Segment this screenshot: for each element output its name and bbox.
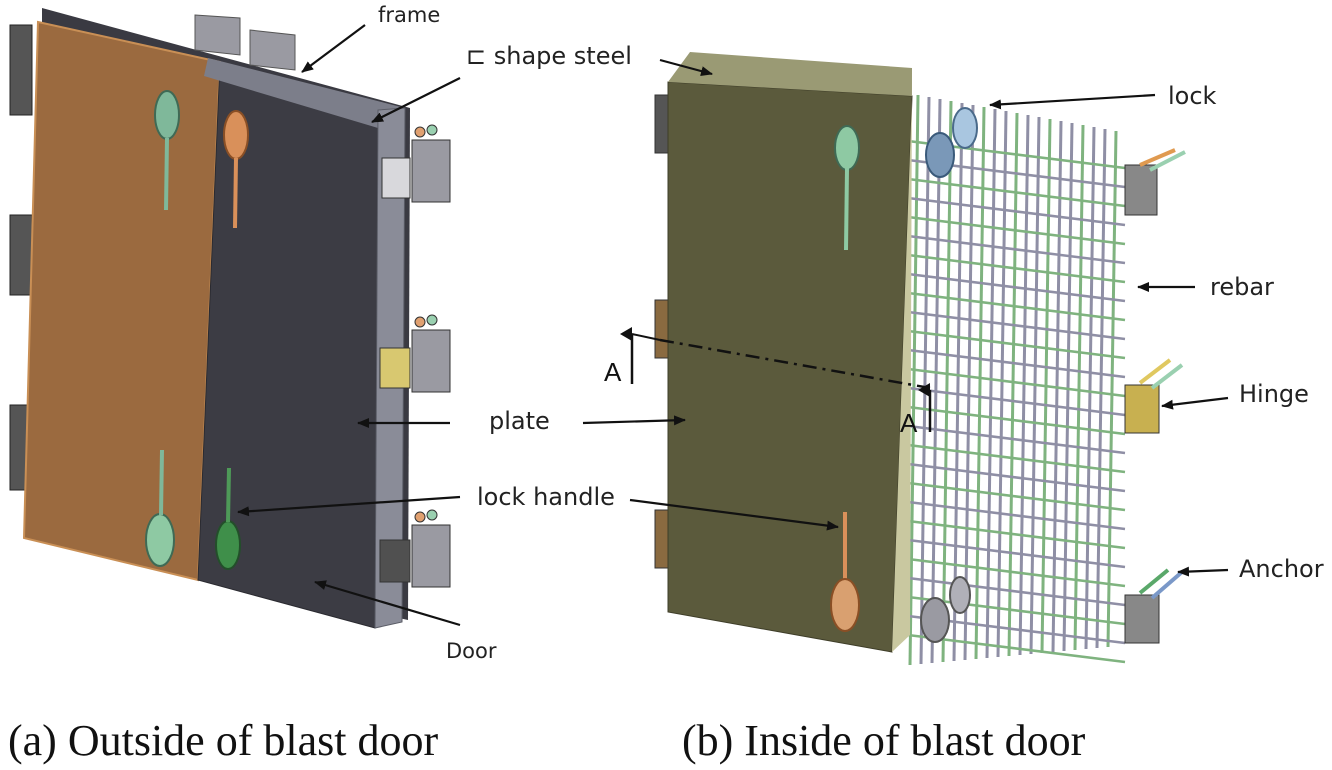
shape-steel-edge (204, 58, 405, 128)
lock-handle-upper-orange (223, 110, 249, 229)
outer-plate-orange (22, 20, 222, 582)
section-line-aa (659, 338, 931, 390)
label-door: Door (446, 639, 497, 663)
caption-b: (b) Inside of blast door (682, 716, 1086, 765)
rebar-horizontal (899, 366, 1126, 398)
rebar-horizontal (899, 499, 1126, 531)
lock-handle-upper-left (154, 90, 180, 211)
caption-a: (a) Outside of blast door (8, 716, 438, 765)
label-anchor: Anchor (1239, 555, 1324, 583)
lock-wheel (920, 107, 978, 643)
label-lock-handle: lock handle (477, 483, 615, 511)
rebar-vertical (919, 96, 931, 665)
lock-handle-arrow-b (629, 498, 839, 531)
rebar-horizontal (899, 328, 1126, 360)
rebar-horizontal (899, 556, 1126, 588)
rebar-vertical (963, 104, 975, 661)
rebar-vertical (974, 106, 986, 660)
rebar-horizontal (899, 537, 1126, 569)
frame-arrow (301, 24, 366, 73)
inner-plate-olive (667, 81, 913, 653)
section-mark-right: A (900, 408, 918, 438)
section-mark-left: A (604, 357, 622, 387)
rebar-vertical (1018, 114, 1030, 656)
hinge-group-a (379, 124, 451, 588)
lock-arrow (989, 93, 1156, 110)
lock-handle-arrow-a (237, 495, 461, 517)
rebar-horizontal (899, 423, 1126, 455)
rebar-horizontal (899, 404, 1126, 436)
rebar-vertical (1084, 126, 1096, 650)
rebar-vertical (1095, 128, 1107, 649)
anchor-arrow (1177, 566, 1229, 577)
rebar-horizontal (899, 195, 1126, 227)
rebar-vertical (1007, 112, 1019, 657)
rebar-horizontal (899, 518, 1126, 550)
label-frame: frame (378, 3, 440, 27)
rebar-horizontal (899, 271, 1126, 303)
rebar-vertical (1106, 130, 1118, 648)
rebar-vertical (996, 110, 1008, 658)
rebar-horizontal (899, 575, 1126, 607)
rebar-vertical (1062, 122, 1074, 652)
frame-top-brackets (194, 14, 296, 71)
rebar-horizontal (899, 442, 1126, 474)
left-edge-hardware (654, 94, 670, 569)
hinge-group-b (1124, 148, 1186, 644)
label-plate: plate (489, 407, 550, 435)
shape-steel-arrow (371, 77, 461, 123)
panel-b-inside-door: A A lock rebar Hing (582, 52, 1324, 765)
rebar-horizontal (899, 214, 1126, 246)
rebar-horizontal (899, 290, 1126, 322)
rebar-vertical (941, 100, 953, 663)
plate-top-face (668, 52, 912, 96)
rebar-horizontal (899, 233, 1126, 265)
rebar-vertical (985, 108, 997, 659)
lock-handle-lower-left (145, 449, 175, 567)
plate-right-face (892, 68, 912, 652)
rebar-vertical (930, 98, 942, 664)
rebar-horizontal (899, 385, 1126, 417)
rebar-horizontal (899, 252, 1126, 284)
rebar-vertical (908, 94, 920, 666)
rebar-horizontal (899, 176, 1126, 208)
rebar-vertical (952, 102, 964, 662)
hinge-arrow (1161, 396, 1229, 410)
label-rebar: rebar (1210, 273, 1274, 301)
plate-arrow-b (582, 415, 686, 426)
rebar-horizontal (899, 461, 1126, 493)
lock-handle-lower-green (215, 467, 241, 570)
rebar-horizontal (899, 309, 1126, 341)
label-lock: lock (1168, 82, 1217, 110)
label-shape-steel: ⊏ shape steel (466, 42, 632, 70)
rebar-horizontal (899, 480, 1126, 512)
shape-steel-arrow-b (659, 58, 713, 76)
rebar-vertical (1073, 124, 1085, 651)
lock-handle-b-lower (830, 512, 860, 632)
label-hinge: Hinge (1239, 380, 1309, 408)
rebar-grid (899, 94, 1126, 666)
door-arrow (314, 580, 461, 627)
rebar-horizontal (899, 347, 1126, 379)
lock-handle-b-upper (834, 125, 860, 251)
panel-a-outside-door: frame ⊏ shape steel plate lock handle Do… (8, 3, 632, 765)
